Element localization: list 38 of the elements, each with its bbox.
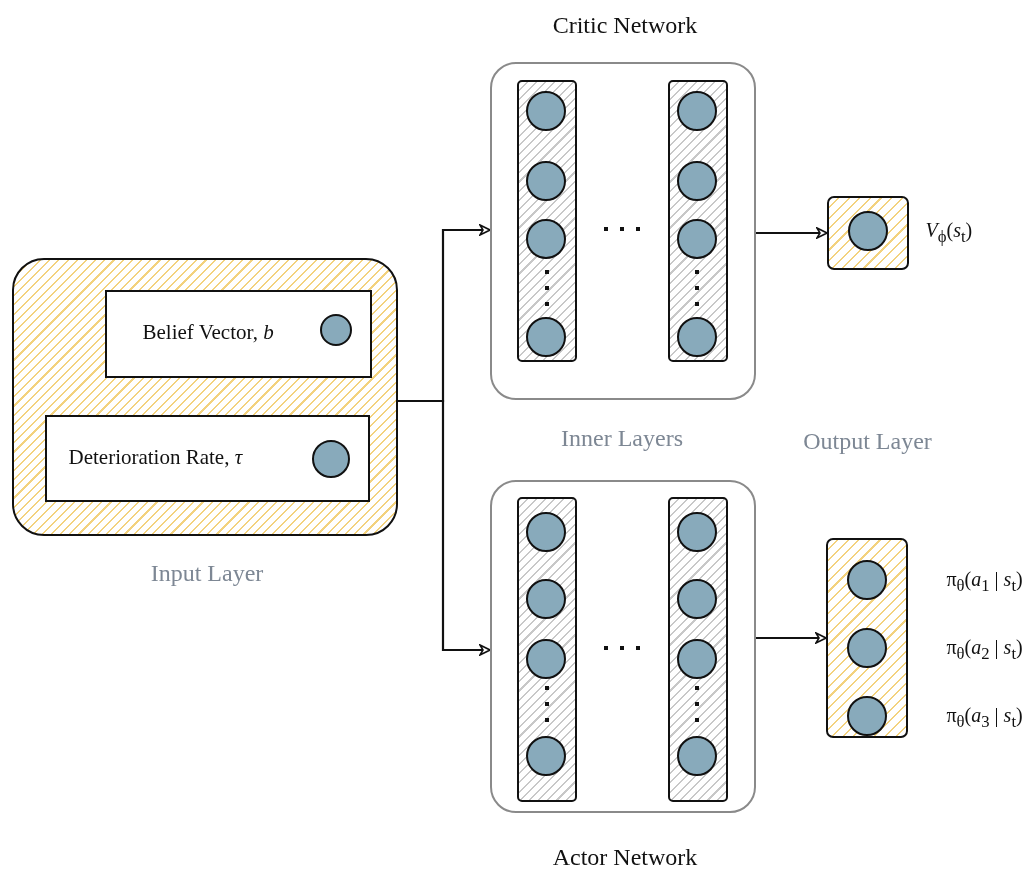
output-label: π$_{θ}$(a$_{3}$ | s$_{t}$) — [946, 703, 1023, 732]
layer-label: Input Layer — [149, 560, 265, 587]
neuron-circle — [677, 91, 717, 131]
arrow — [398, 399, 491, 656]
neuron-circle — [677, 161, 717, 201]
layer-column — [667, 496, 728, 802]
neuron-circle — [526, 512, 566, 552]
layer-column — [516, 79, 577, 362]
neuron-circle — [677, 579, 717, 619]
neuron-circle — [526, 161, 566, 201]
neuron-circle — [677, 317, 717, 357]
layer-label: Output Layer — [802, 428, 933, 455]
network-title: Actor Network — [551, 844, 699, 871]
output-label: V$_{ϕ}$(s$_{t}$) — [925, 218, 973, 247]
layer-column — [516, 496, 577, 802]
neuron-circle — [677, 639, 717, 679]
neuron-circle — [526, 579, 566, 619]
neuron-circle — [677, 736, 717, 776]
arrow — [756, 632, 827, 644]
neuron-circle — [312, 440, 350, 478]
input-label: Deterioration Rate, τ — [68, 444, 243, 470]
input-box — [104, 289, 372, 378]
neuron-circle — [677, 512, 717, 552]
neuron-circle — [677, 219, 717, 259]
neuron-circle — [526, 639, 566, 679]
neuron-circle — [320, 314, 352, 346]
input-label: Belief Vector, b — [142, 319, 274, 345]
arrow — [756, 227, 828, 239]
neuron-circle — [526, 317, 566, 357]
output-label: π$_{θ}$(a$_{2}$ | s$_{t}$) — [946, 635, 1023, 664]
neuron-circle — [526, 91, 566, 131]
neuron-circle — [526, 219, 566, 259]
output-label: π$_{θ}$(a$_{1}$ | s$_{t}$) — [946, 567, 1023, 596]
layer-column — [667, 79, 728, 362]
neuron-circle — [526, 736, 566, 776]
network-title: Critic Network — [551, 12, 699, 39]
input-box — [44, 414, 370, 502]
layer-label: Inner Layers — [560, 425, 684, 452]
